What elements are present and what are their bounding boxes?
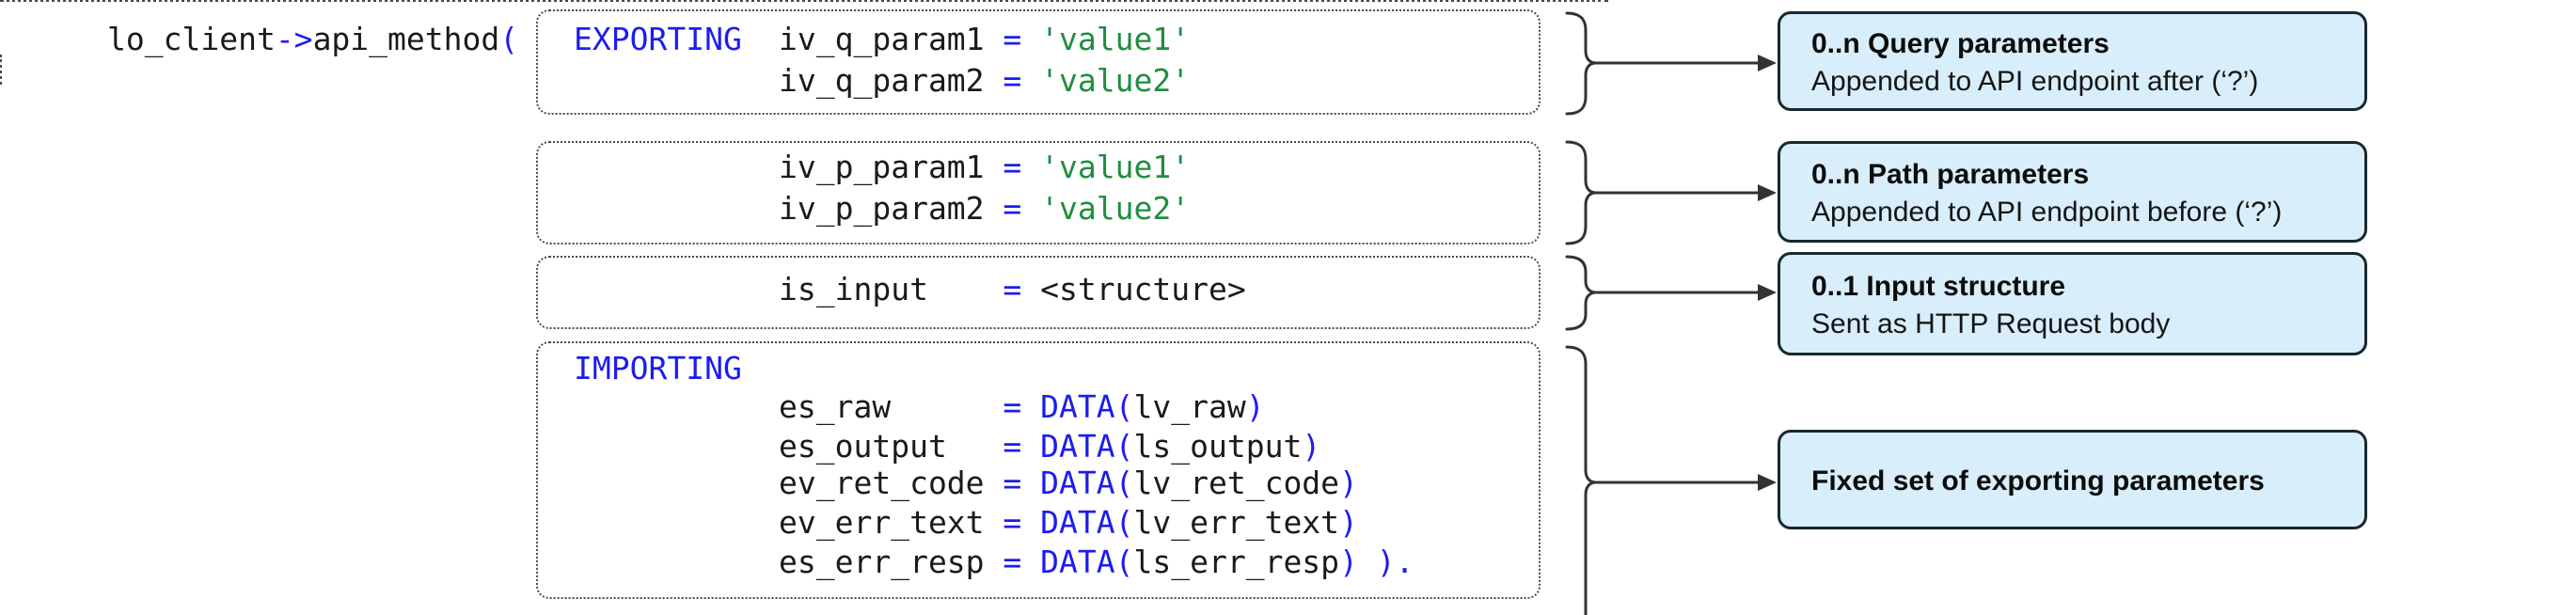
importing-params-group-box — [536, 341, 1541, 599]
code-export-ret-code: ev_ret_code = DATA(lv_ret_code) — [779, 464, 1358, 503]
code-caller: lo_client->api_method( — [107, 20, 518, 59]
callout-body: Appended to API endpoint after (‘?’) — [1811, 66, 2259, 97]
code-export-output: es_output = DATA(ls_output) — [779, 427, 1320, 466]
code-token: lo_client — [107, 21, 276, 57]
code-token: ( — [499, 21, 519, 57]
code-token: ) — [1245, 388, 1265, 425]
path-params-group-box — [536, 141, 1541, 244]
code-export-err-resp: es_err_resp = DATA(ls_err_resp) ). — [779, 543, 1414, 582]
callout-title: 0..1 Input structure — [1811, 271, 2066, 302]
code-token: lv_raw — [1133, 388, 1246, 425]
code-token: = DATA( — [1003, 388, 1134, 425]
arrow-exporting-icon — [1596, 474, 1777, 491]
cropped-dotted-box-top-edge — [0, 0, 1608, 2]
code-query-param-2: iv_q_param2 = 'value2' — [779, 61, 1190, 101]
query-params-group-box — [536, 9, 1541, 115]
code-exporting-keyword: EXPORTING — [574, 20, 742, 59]
code-token: iv_q_param2 — [779, 62, 1004, 99]
arrow-query-icon — [1596, 55, 1777, 71]
code-token: ) ). — [1339, 544, 1414, 580]
brace-exporting-icon — [1565, 345, 1597, 615]
code-token: is_input — [779, 271, 1004, 308]
code-input-structure: is_input = <structure> — [779, 270, 1246, 309]
code-token: = — [1003, 21, 1041, 57]
code-token: 'value1' — [1040, 149, 1191, 185]
code-token: ev_ret_code — [779, 465, 1004, 501]
code-token: = — [1003, 190, 1041, 227]
input-structure-group-box — [536, 256, 1541, 329]
code-token: = — [1003, 149, 1041, 185]
code-token: 'value2' — [1040, 62, 1191, 99]
callout-title: 0..n Path parameters — [1811, 159, 2090, 190]
code-token: ev_err_text — [779, 504, 1004, 541]
code-token: iv_p_param2 — [779, 190, 1004, 227]
code-token: -> — [275, 21, 313, 57]
code-token: = — [1003, 62, 1041, 99]
code-token: es_err_resp — [779, 544, 1004, 580]
code-token: iv_p_param1 — [779, 149, 1004, 185]
code-token: iv_q_param1 — [779, 21, 1004, 57]
code-token: ls_output — [1133, 428, 1303, 465]
code-path-param-2: iv_p_param2 = 'value2' — [779, 189, 1190, 229]
code-token: ) — [1339, 465, 1358, 501]
callout-exporting-parameters: Fixed set of exporting parameters — [1778, 430, 2367, 529]
code-token: = DATA( — [1003, 544, 1134, 580]
code-token: 'value2' — [1040, 190, 1191, 227]
callout-body: Appended to API endpoint before (‘?’) — [1811, 197, 2283, 228]
code-token: es_output — [779, 428, 1004, 465]
code-export-err-text: ev_err_text = DATA(lv_err_text) — [779, 503, 1358, 543]
code-importing-keyword: IMPORTING — [574, 349, 742, 388]
code-token: = DATA( — [1003, 428, 1134, 465]
arrow-path-icon — [1596, 184, 1777, 201]
code-token: <structure> — [1040, 271, 1246, 308]
code-path-param-1: iv_p_param1 = 'value1' — [779, 148, 1190, 187]
code-token: ) — [1302, 428, 1321, 465]
cropped-dotted-box-left-edge — [0, 55, 2, 85]
callout-title: Fixed set of exporting parameters — [1811, 465, 2265, 497]
code-export-raw: es_raw = DATA(lv_raw) — [779, 387, 1265, 427]
code-token: = DATA( — [1003, 504, 1134, 541]
arrow-input-icon — [1596, 284, 1777, 301]
code-token: ls_err_resp — [1133, 544, 1340, 580]
code-token: = — [1003, 271, 1041, 308]
code-token: EXPORTING — [574, 21, 742, 57]
code-token: es_raw — [779, 388, 1004, 425]
code-token: = DATA( — [1003, 465, 1134, 501]
code-token: lv_ret_code — [1133, 465, 1340, 501]
code-token: ) — [1339, 504, 1358, 541]
code-token: 'value1' — [1040, 21, 1191, 57]
code-token: IMPORTING — [574, 350, 742, 386]
callout-body: Sent as HTTP Request body — [1811, 308, 2171, 339]
callout-title: 0..n Query parameters — [1811, 28, 2110, 59]
code-query-param-1: iv_q_param1 = 'value1' — [779, 20, 1190, 59]
code-token: api_method — [312, 21, 500, 57]
code-token: lv_err_text — [1133, 504, 1340, 541]
